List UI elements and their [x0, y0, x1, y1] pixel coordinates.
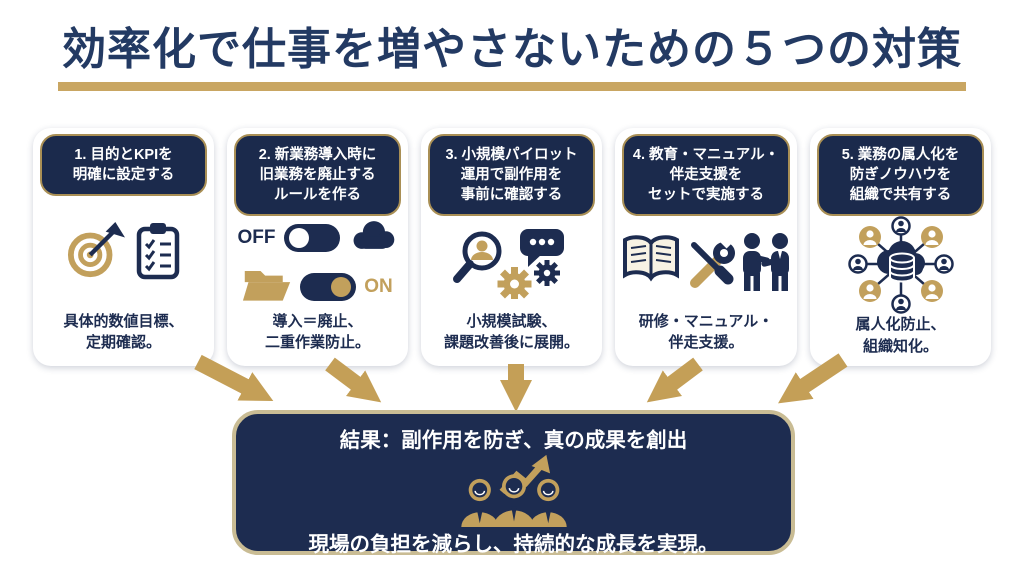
- speech-bubble-icon: [519, 229, 564, 268]
- arrow-card-4: [646, 357, 703, 403]
- pilot-icons-group: [452, 229, 564, 300]
- person-left: [460, 478, 498, 527]
- card-1-icons: [40, 196, 207, 311]
- toggle-off-icon: [283, 223, 340, 252]
- magnifier-user-icon: [452, 231, 501, 284]
- on-label: ON: [364, 275, 393, 297]
- folder-icon: [242, 265, 292, 308]
- card-retire-old-work: 2. 新業務導入時に 旧業務を廃止する ルールを作る OFF: [227, 128, 408, 366]
- book-icon: [623, 235, 679, 282]
- arrow-card-2: [325, 357, 382, 403]
- result-line-1: 結果：副作用を防ぎ、真の成果を創出: [339, 429, 688, 452]
- card-5-caption: 属人化防止、 組織知化。: [855, 316, 946, 355]
- card-pilot-run: 3. 小規模パイロット 運用で副作用を 事前に確認する: [421, 128, 602, 366]
- person-right: [529, 478, 567, 527]
- person-center: [493, 474, 534, 527]
- team-growth-icon: [439, 453, 589, 527]
- card-5-header: 5. 業務の属人化を 防ぎノウハウを 組織で共有する: [817, 134, 984, 216]
- card-share-knowhow: 5. 業務の属人化を 防ぎノウハウを 組織で共有する: [810, 128, 991, 366]
- handshake-icon: [743, 233, 789, 292]
- result-line-2: 現場の負担を減らし、持続的な成長を実現。: [308, 533, 719, 556]
- gears-icon: [497, 260, 560, 300]
- card-goal-kpi: 1. 目的とKPIを 明確に設定する: [33, 128, 214, 366]
- user-node-navy-icons: [847, 216, 954, 314]
- card-2-header: 2. 新業務導入時に 旧業務を廃止する ルールを作る: [234, 134, 401, 216]
- card-3-caption: 小規模試験、 課題改善後に展開。: [443, 312, 579, 352]
- card-4-caption: 研修・マニュアル・ 伴走支援。: [638, 312, 774, 352]
- card-5-icons: [817, 216, 984, 314]
- card-2-caption: 導入＝廃止、 二重作業防止。: [264, 312, 370, 352]
- knowledge-network-icon: [847, 216, 954, 314]
- arrow-card-1: [194, 354, 274, 402]
- measure-cards-row: 1. 目的とKPIを 明確に設定する: [33, 128, 991, 366]
- card-training-support: 4. 教育・マニュアル・ 伴走支援を セットで実施する: [615, 128, 797, 366]
- cloud-icon: [348, 218, 398, 257]
- card-1-caption: 具体的数値目標、 定期確認。: [63, 312, 184, 352]
- card-2-icons: OFF: [234, 216, 401, 311]
- card-1-header: 1. 目的とKPIを 明確に設定する: [40, 134, 207, 196]
- tools-icon: [690, 231, 737, 289]
- target-icon: [65, 221, 127, 285]
- training-icons-group: [623, 231, 789, 292]
- toggle-on-icon: [300, 272, 357, 301]
- card-3-icons: [428, 216, 595, 311]
- clipboard-icon: [134, 222, 182, 285]
- user-node-gold-icons: [858, 226, 943, 302]
- result-box: 結果：副作用を防ぎ、真の成果を創出: [232, 410, 795, 556]
- card-3-header: 3. 小規模パイロット 運用で副作用を 事前に確認する: [428, 134, 595, 216]
- off-label: OFF: [237, 226, 276, 248]
- page-title: 効率化で仕事を増やさないための５つの対策: [58, 24, 966, 91]
- card-4-header: 4. 教育・マニュアル・ 伴走支援を セットで実施する: [622, 134, 790, 216]
- cloud-database-icon: [876, 241, 925, 283]
- card-4-icons: [622, 216, 790, 311]
- page-title-wrap: 効率化で仕事を増やさないための５つの対策: [0, 24, 1024, 91]
